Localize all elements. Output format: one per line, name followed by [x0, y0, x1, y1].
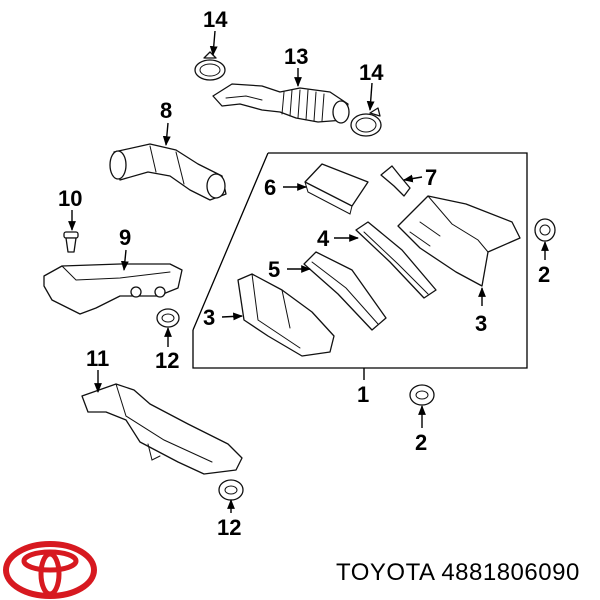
callout-10: 10	[58, 186, 82, 211]
callout-8: 8	[160, 98, 172, 123]
part-3-lower-case	[237, 273, 335, 357]
callout-4: 4	[317, 226, 330, 251]
callout-7: 7	[425, 165, 437, 190]
callout-3-left: 3	[203, 305, 215, 330]
part-12-grommet-upper	[156, 308, 180, 328]
part-6-filter-cover	[304, 163, 369, 215]
part-number: 4881806090	[441, 559, 580, 586]
callout-12-upper: 12	[155, 348, 179, 373]
part-7-clip	[380, 165, 411, 197]
callout-2-right: 2	[538, 262, 550, 287]
part-2-grommet-right	[534, 218, 556, 242]
callout-2-lower: 2	[415, 430, 427, 455]
part-14-hose-clamp-right	[350, 107, 382, 137]
callout-1: 1	[357, 382, 369, 407]
brand-name: TOYOTA	[336, 559, 435, 586]
part-13-intake-hose	[212, 83, 350, 124]
part-2-grommet-lower	[409, 384, 435, 406]
part-9-intake-duct	[43, 263, 183, 315]
leader-lines	[68, 30, 549, 513]
part-14-hose-clamp-top	[194, 51, 226, 81]
brand-part-number: TOYOTA 4881806090	[336, 559, 580, 587]
callout-11: 11	[86, 346, 109, 371]
part-10-clip	[63, 231, 79, 253]
callout-13: 13	[284, 44, 308, 69]
callout-9: 9	[119, 225, 131, 250]
callout-3-right: 3	[475, 311, 487, 336]
part-3-upper-case	[397, 195, 521, 287]
part-8-inlet-duct	[109, 143, 227, 201]
callout-5: 5	[268, 257, 280, 282]
callout-14-right: 14	[359, 60, 384, 85]
part-11-lower-duct	[81, 383, 243, 475]
part-12-grommet-lower	[218, 479, 244, 501]
part-4-air-filter	[355, 221, 437, 299]
callout-12-lower: 12	[217, 515, 241, 540]
assembly-bracket-frame	[192, 152, 528, 369]
callout-14-top: 14	[203, 7, 228, 32]
toyota-logo-icon	[3, 541, 97, 599]
assembly-bracket-diagonal	[192, 152, 269, 331]
part-5-filter-frame	[303, 251, 387, 331]
callout-6: 6	[264, 175, 276, 200]
